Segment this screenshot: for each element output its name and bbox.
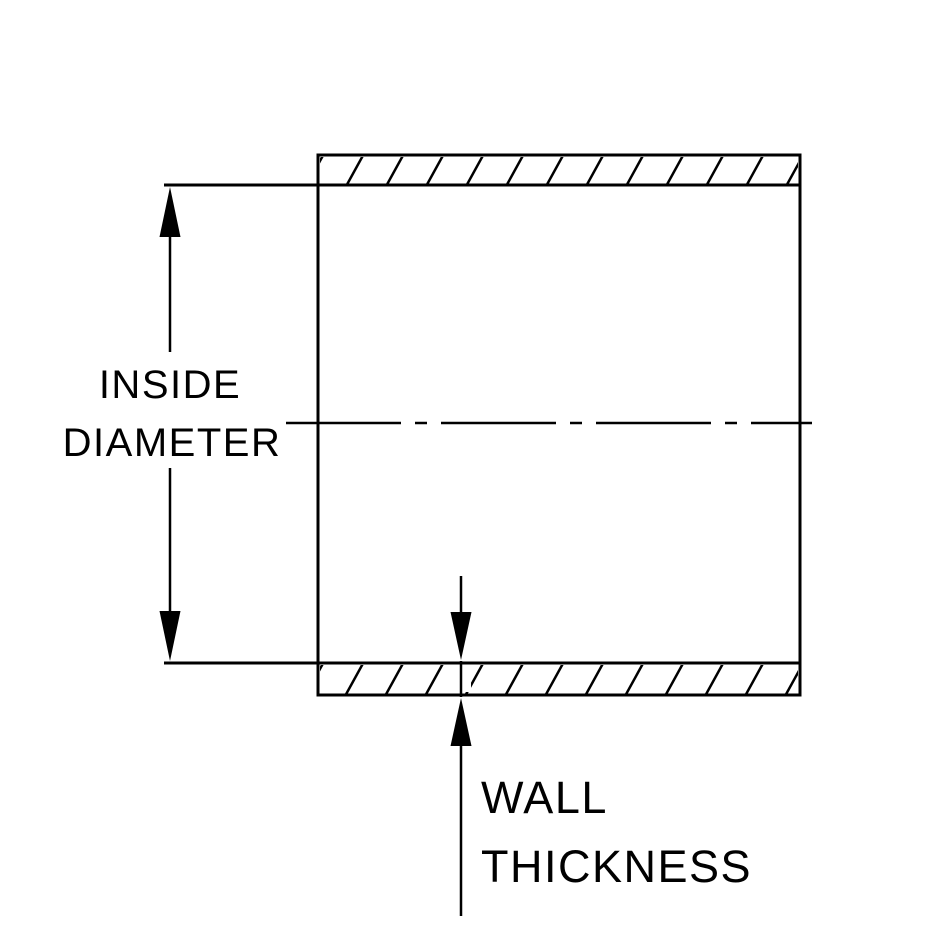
arrowhead-down xyxy=(159,611,181,661)
arrowhead-up xyxy=(159,187,181,237)
wall-thickness-label-line2: THICKNESS xyxy=(481,841,752,892)
inside-diameter-dimension: INSIDE DIAMETER xyxy=(63,187,282,661)
arrowhead-down xyxy=(450,612,472,660)
top-wall-hatch xyxy=(320,157,798,184)
inside-diameter-label-line1: INSIDE xyxy=(99,363,241,407)
pipe-outline xyxy=(316,153,802,697)
arrowhead-up xyxy=(450,698,472,746)
inside-diameter-label-line2: DIAMETER xyxy=(63,421,282,465)
wall-thickness-dimension: WALL THICKNESS xyxy=(450,576,752,916)
pipe-cross-section xyxy=(164,153,802,697)
wall-thickness-label-line1: WALL xyxy=(481,772,608,823)
